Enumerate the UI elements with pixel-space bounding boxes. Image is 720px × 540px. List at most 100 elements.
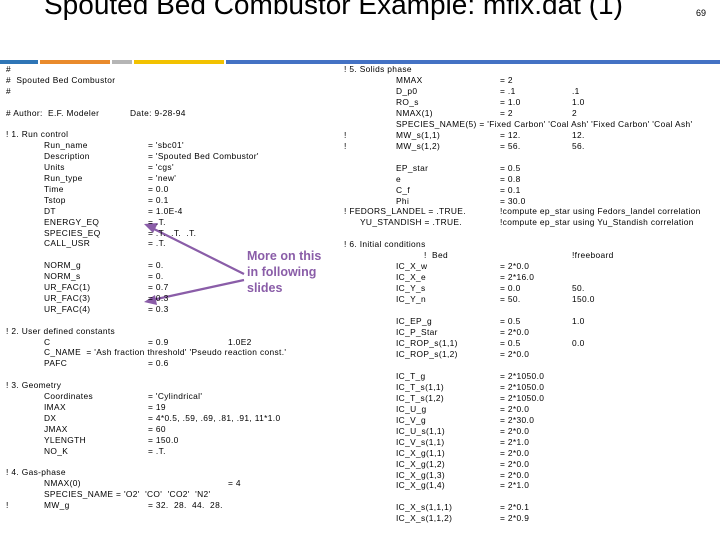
code-token: = .T.: [148, 445, 166, 456]
code-token: 0.0: [572, 338, 585, 348]
code-token: IC_T_s(1,1): [396, 381, 445, 392]
code-token: C_f: [396, 184, 411, 195]
code-token: JMAX: [44, 423, 68, 434]
code-token: IC_X_g(1,2): [396, 458, 446, 469]
code-token: IC_ROP_s(1,1): [396, 338, 458, 348]
code-token: NMAX(0): [44, 478, 81, 489]
code-token: = 2*1.0: [500, 480, 530, 491]
code-token: = 1.0E-4: [148, 205, 183, 216]
code-token: DX: [44, 412, 57, 423]
code-token: = .T. .T. .T.: [148, 227, 197, 238]
code-token: Description: [44, 151, 90, 162]
slide-title: Spouted Bed Combustor Example: mfix.dat …: [44, 0, 623, 20]
code-token: = .T.: [148, 238, 166, 249]
code-token: = 60: [148, 423, 166, 434]
code-token: ! FEDORS_LANDEL = .TRUE.: [344, 206, 466, 217]
code-token: #: [6, 85, 12, 96]
code-token: = 2*0.0: [500, 348, 530, 359]
code-token: #: [6, 64, 12, 74]
callout-line: More on this: [247, 249, 322, 263]
code-token: = 32. 28. 44. 28.: [148, 500, 223, 510]
code-token: MW_s(1,1): [396, 129, 441, 140]
code-token: e: [396, 173, 402, 184]
code-token: IC_X_g(1,1): [396, 447, 446, 458]
accent-segment: [134, 60, 224, 64]
code-token: UR_FAC(1): [44, 282, 91, 292]
code-token: = 0.3: [148, 303, 169, 314]
code-token: = 0.0: [500, 283, 521, 294]
code-token: Tstop: [44, 194, 66, 205]
code-token: = 2*1050.0: [500, 392, 545, 403]
code-token: = 2*1050.0: [500, 381, 545, 392]
code-token: = 2*0.0: [500, 469, 530, 480]
code-token: = 'new': [148, 173, 177, 183]
code-token: = 2*1.0: [500, 436, 530, 447]
code-token: = 0.: [148, 260, 164, 271]
code-token: = 0.7: [148, 282, 169, 292]
accent-segment: [40, 60, 110, 64]
code-token: 150.0: [572, 294, 595, 305]
code-token: Time: [44, 183, 64, 194]
code-token: Run_name: [44, 140, 88, 151]
code-token: = 1.0: [500, 96, 521, 107]
code-token: EP_star: [396, 162, 429, 173]
code-token: = 0.1: [500, 184, 521, 195]
code-token: CALL_USR: [44, 238, 91, 249]
code-token: YU_STANDISH = .TRUE.: [360, 217, 463, 228]
code-token: 56.: [572, 140, 585, 151]
code-token: IC_T_g: [396, 370, 426, 381]
code-token: IC_X_g(1,4): [396, 480, 446, 491]
code-token: D_p0: [396, 85, 418, 96]
code-token: = 2*30.0: [500, 414, 535, 425]
callout-line: slides: [247, 281, 283, 295]
code-token: = .1: [500, 85, 516, 96]
code-token: = 0.6: [148, 358, 169, 369]
code-token: NORM_g: [44, 260, 82, 271]
code-token: 1.0: [572, 96, 585, 107]
code-token: = 0.5: [500, 162, 521, 173]
code-token: ! 5. Solids phase: [344, 64, 412, 74]
code-token: 12.: [572, 129, 585, 140]
code-token: 50.: [572, 283, 585, 294]
code-token: = 2*0.0: [500, 261, 530, 272]
code-token: !compute ep_star using Yu_Standish corre…: [500, 217, 694, 228]
code-token: IC_EP_g: [396, 316, 432, 327]
code-token: IC_ROP_s(1,2): [396, 348, 458, 359]
code-token: = 0.5: [500, 338, 521, 348]
code-token: C: [44, 336, 51, 347]
code-token: = 2*0.0: [500, 447, 530, 458]
code-token: = 0.5: [500, 316, 521, 327]
code-token: = 2: [500, 74, 513, 85]
code-token: = 2*16.0: [500, 272, 535, 283]
code-token: = 2*0.9: [500, 513, 530, 524]
code-token: = 2*0.0: [500, 403, 530, 414]
code-token: MMAX: [396, 74, 423, 85]
code-token: IMAX: [44, 401, 66, 412]
code-token: = 30.0: [500, 195, 526, 206]
code-token: = 2*0.0: [500, 425, 530, 436]
code-token: = .T.: [148, 216, 166, 227]
code-token: .1: [572, 85, 580, 96]
code-token: = 12.: [500, 129, 521, 140]
code-token: UR_FAC(3): [44, 292, 91, 303]
code-token: NO_K: [44, 445, 69, 456]
code-token: = 0.0: [148, 183, 169, 194]
code-token: = 50.: [500, 294, 521, 305]
code-token: 1.0: [572, 316, 585, 327]
code-token: = 2*0.1: [500, 502, 530, 513]
code-token: IC_X_g(1,3): [396, 469, 446, 480]
code-token: # Author: E.F. Modeler: [6, 107, 100, 118]
code-token: = 0.1: [148, 194, 169, 205]
code-token: = 0.3: [148, 292, 169, 303]
code-token: ! 1. Run control: [6, 129, 69, 140]
code-token: C_NAME = 'Ash fraction threshold' 'Pseud…: [44, 347, 287, 358]
code-token: ENERGY_EQ: [44, 216, 100, 227]
code-token: IC_X_s(1,1,2): [396, 513, 453, 524]
title-accent-bar: [0, 60, 720, 64]
code-token: = 'cgs': [148, 162, 174, 173]
code-token: !freeboard: [572, 250, 614, 261]
code-token: !compute ep_star using Fedors_landel cor…: [500, 206, 701, 217]
code-token: !: [344, 140, 347, 151]
code-token: RO_s: [396, 96, 419, 107]
code-token: = 0.9: [148, 336, 169, 347]
